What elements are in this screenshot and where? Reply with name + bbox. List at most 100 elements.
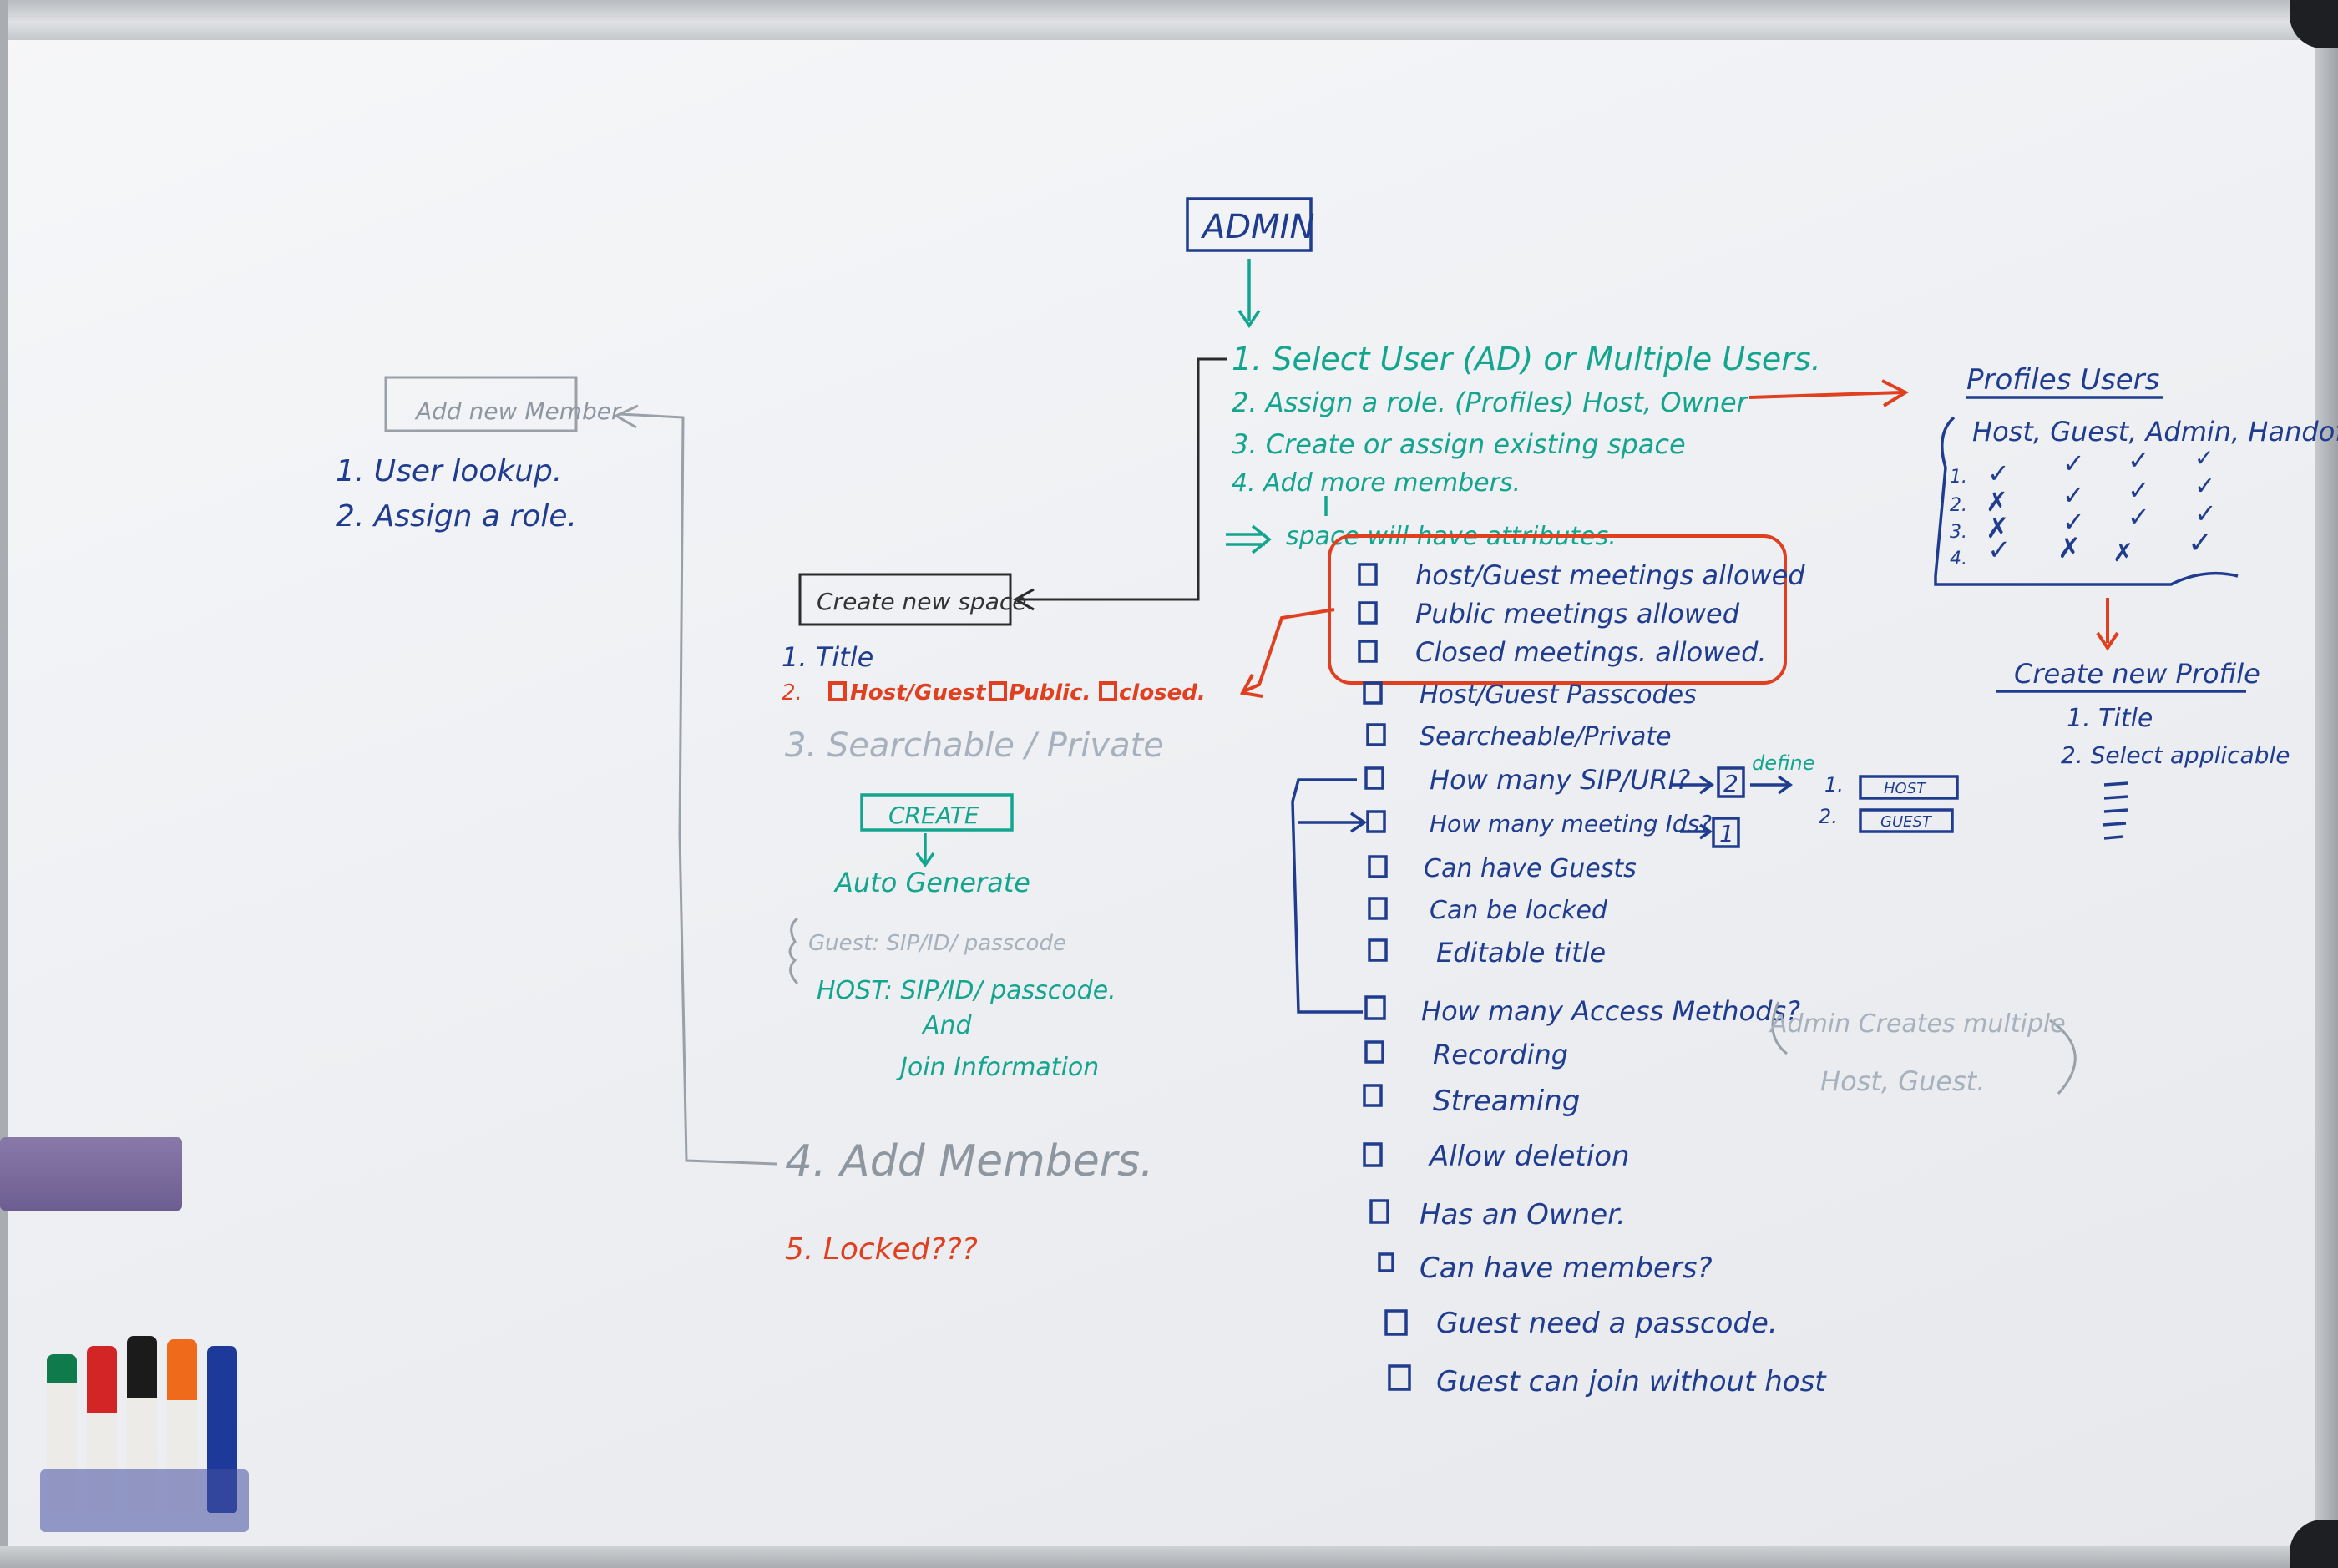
create-profile-arrowhead — [2096, 631, 2119, 651]
admin-down-arrowhead — [1237, 310, 1261, 329]
profile-mark: ✓ — [2128, 502, 2150, 532]
profiles-arrow — [1748, 391, 1903, 399]
profile-mark: ✗ — [1986, 487, 2008, 517]
create-space-option-2: Public. — [1009, 680, 1091, 706]
create-space-title: Create new space. — [817, 588, 1034, 615]
admin-note-line-1: Admin Creates multiple — [1769, 1009, 2066, 1039]
checkbox — [1358, 640, 1378, 663]
define-arrowhead — [1777, 775, 1794, 795]
checkbox — [1363, 1084, 1383, 1107]
host-line: HOST: SIP/ID/ passcode. — [817, 976, 1116, 1005]
create-profile-item-1: 1. Title — [2067, 704, 2153, 733]
profiles-bracket — [1934, 416, 2239, 586]
step-3: 3. Create or assign existing space — [1232, 428, 1686, 460]
create-button-label: CREATE — [888, 802, 979, 829]
attribute-item: Closed meetings. allowed. — [1415, 636, 1767, 668]
checkbox — [1364, 1040, 1384, 1064]
attribute-item: Can be locked — [1430, 896, 1608, 925]
marker-tray — [40, 1336, 249, 1532]
attribute-item: Public meetings allowed — [1415, 598, 1740, 630]
attribute-item: host/Guest meetings allowed — [1415, 559, 1805, 591]
attribute-item: Guest need a passcode. — [1436, 1307, 1778, 1340]
create-profile-title: Create new Profile — [2014, 658, 2260, 690]
sip-arrowhead — [1698, 775, 1715, 795]
define-option-label-2: GUEST — [1880, 813, 1933, 831]
checkbox — [1363, 1142, 1383, 1167]
attribute-item: Editable title — [1436, 937, 1606, 969]
profile-mark: ✓ — [2194, 445, 2214, 471]
create-profile-item-2: 2. Select applicable — [2061, 741, 2290, 769]
admin-label: ADMIN — [1200, 208, 1314, 246]
define-option-label-1: HOST — [1884, 780, 1927, 797]
attribute-item: How many SIP/URI? — [1430, 764, 1690, 796]
create-down-arrowhead — [915, 852, 935, 868]
profile-mark: ✓ — [2062, 480, 2085, 510]
profile-mark: ✗ — [1986, 513, 2010, 544]
step-1: 1. Select User (AD) or Multiple Users. — [1232, 341, 1821, 377]
attribute-item: Host/Guest Passcodes — [1420, 680, 1697, 710]
join-information: Join Information — [896, 1053, 1099, 1082]
access-bracket-head — [1350, 812, 1368, 833]
attribute-item: Recording — [1433, 1039, 1568, 1070]
profile-mark: ✓ — [2194, 498, 2217, 529]
checkbox — [1368, 938, 1388, 962]
add-member-connector-head — [613, 404, 639, 429]
checkbox — [1384, 1309, 1408, 1336]
profile-row-num: 1. — [1950, 467, 1967, 488]
profile-mark: ✓ — [2062, 448, 2085, 478]
checkbox — [1364, 995, 1386, 1020]
define-option-num-1: 1. — [1824, 773, 1844, 797]
create-space-option-3: closed. — [1119, 680, 1206, 706]
option-checkbox — [1099, 681, 1117, 701]
admin-note-line-2: Host, Guest. — [1820, 1065, 1985, 1097]
double-arrow — [1226, 524, 1272, 554]
admin-note-paren-left — [1771, 1001, 1788, 1055]
option-checkbox — [989, 681, 1007, 701]
checkbox — [1358, 563, 1378, 586]
checkbox — [1366, 810, 1386, 833]
create-space-item-5: 5. Locked??? — [785, 1232, 978, 1267]
checkbox — [1358, 601, 1378, 625]
create-space-box — [798, 573, 1012, 626]
whiteboard-frame-right — [2315, 0, 2338, 1568]
profile-row-num: 4. — [1950, 549, 1967, 569]
define-option-num-2: 2. — [1819, 805, 1838, 828]
attribute-item: How many Access Methods? — [1421, 995, 1800, 1027]
define-option-box-1 — [1859, 775, 1959, 800]
profile-mark: ✗ — [2113, 539, 2133, 567]
attribute-item: Can have members? — [1420, 1252, 1713, 1285]
create-space-item-3: 3. Searchable / Private — [785, 726, 1164, 765]
add-member-title: Add new Member — [414, 397, 622, 425]
create-space-connector-head — [1012, 588, 1035, 611]
marker-holder — [40, 1469, 249, 1532]
checkbox — [1368, 855, 1388, 878]
checkbox — [1368, 897, 1388, 920]
checkbox — [1363, 681, 1383, 705]
add-member-connector — [619, 412, 777, 1166]
step-4: 4. Add more members. — [1232, 468, 1521, 498]
whiteboard-frame-bottom — [0, 1546, 2338, 1568]
and-label: And — [921, 1011, 973, 1040]
whiteboard-frame-left — [0, 0, 8, 1568]
profile-mark: ✓ — [2062, 507, 2085, 537]
attribute-item: Searcheable/Private — [1420, 722, 1672, 751]
eraser[interactable] — [0, 1137, 182, 1211]
define-note: define — [1752, 751, 1814, 775]
profile-mark: ✓ — [1987, 458, 2010, 488]
define-option-box-2 — [1859, 808, 1954, 833]
add-member-item-2: 2. Assign a role. — [336, 499, 577, 534]
create-space-item-1: 1. Title — [782, 641, 873, 673]
meeting-id-arrowhead — [1699, 823, 1713, 840]
add-member-item-1: 1. User lookup. — [336, 454, 562, 488]
access-bracket — [1291, 778, 1363, 1014]
option-checkbox — [828, 681, 847, 701]
attribute-item: Streaming — [1433, 1085, 1580, 1118]
auto-generate-brace — [788, 917, 799, 985]
admin-note-paren-right — [2049, 1019, 2077, 1095]
profiles-columns: Host, Guest, Admin, Handoff — [1972, 416, 2338, 448]
sip-count-box — [1717, 766, 1745, 798]
profile-row-num: 2. — [1950, 495, 1967, 516]
attribute-item: How many meeting Ids? — [1430, 810, 1712, 837]
profile-mark: ✓ — [2194, 473, 2215, 500]
create-profile-more-lines — [2102, 781, 2128, 840]
